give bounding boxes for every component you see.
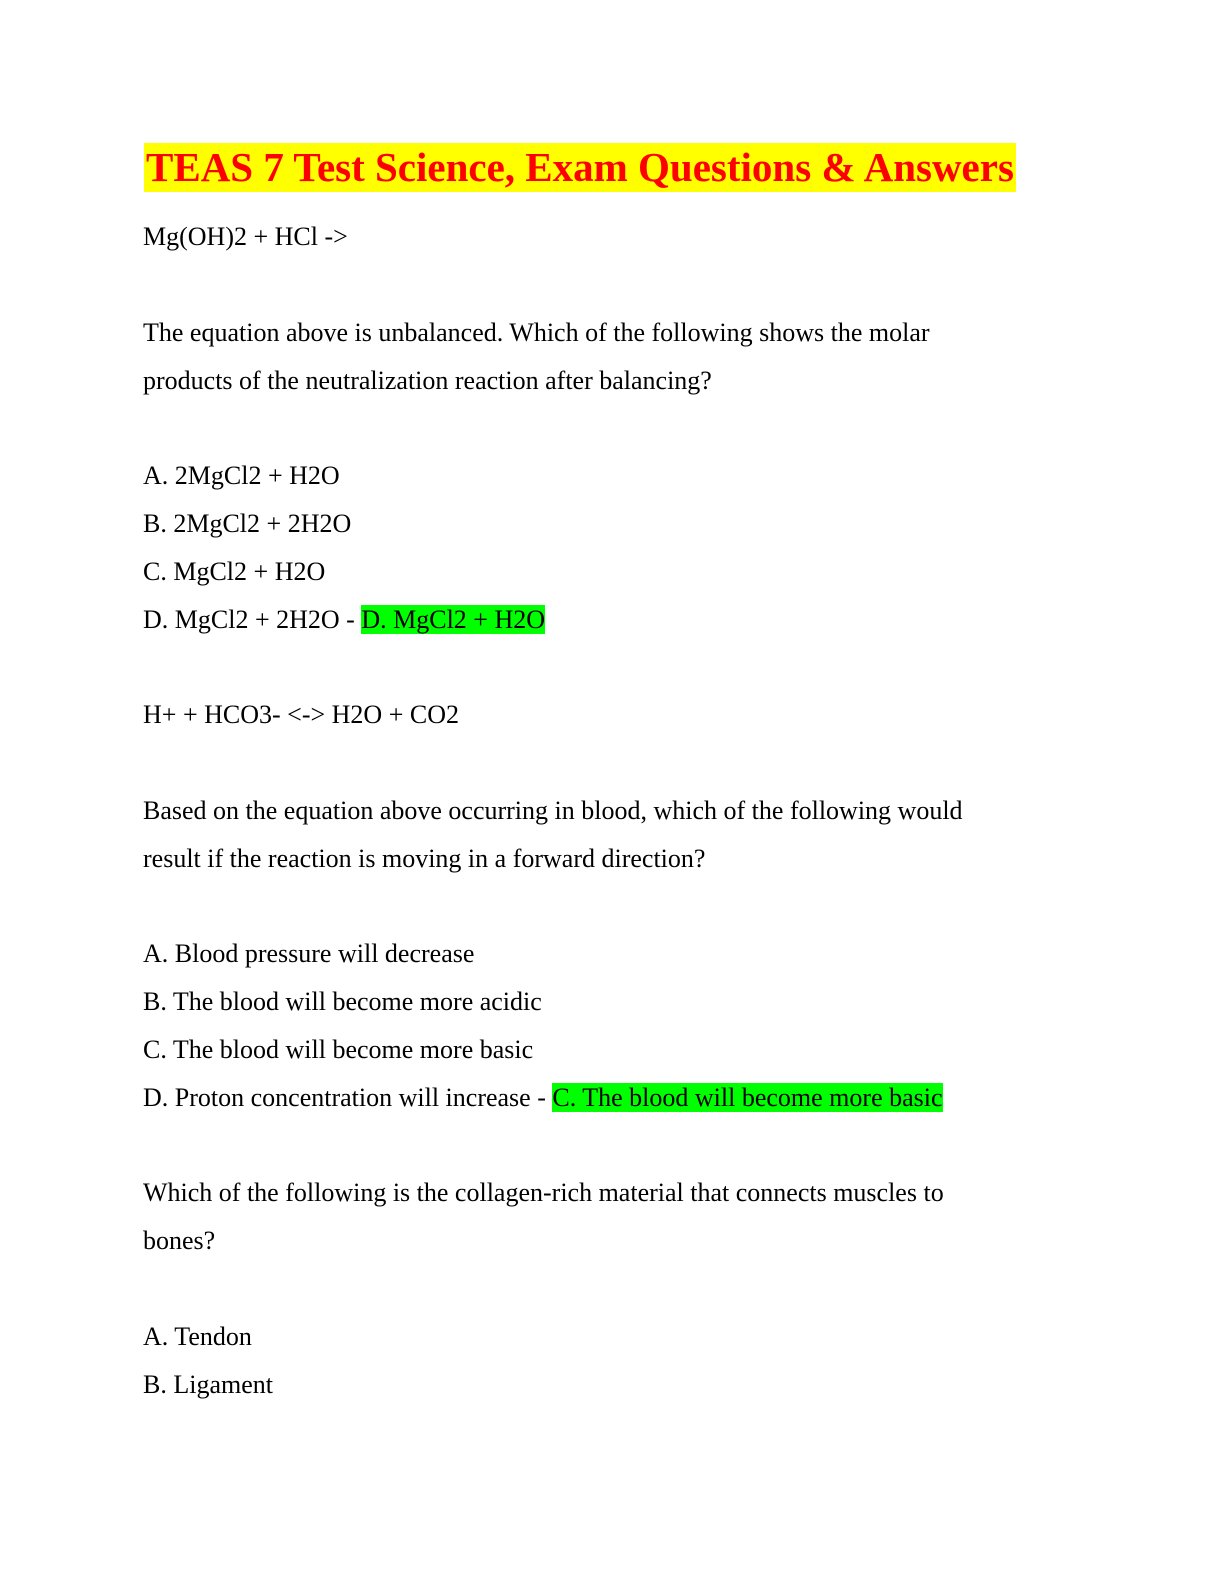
q2-answer: C. The blood will become more basic: [552, 1083, 943, 1112]
q3-stem-line-1: Which of the following is the collagen-r…: [143, 1178, 944, 1207]
q2-option-d: D. Proton concentration will increase -: [143, 1083, 553, 1112]
q2-stem-line-1: Based on the equation above occurring in…: [143, 796, 963, 825]
q1-option-a: A. 2MgCl2 + H2O: [143, 461, 340, 490]
q2-stem-line-2: result if the reaction is moving in a fo…: [143, 844, 706, 873]
q2-equation: H+ + HCO3- <-> H2O + CO2: [143, 700, 459, 729]
q2-option-b: B. The blood will become more acidic: [143, 987, 542, 1016]
q1-option-d-row: D. MgCl2 + 2H2O - D. MgCl2 + H2O: [143, 603, 546, 637]
q1-option-b: B. 2MgCl2 + 2H2O: [143, 509, 352, 538]
q2-option-c: C. The blood will become more basic: [143, 1035, 534, 1064]
q3-option-b: B. Ligament: [143, 1370, 273, 1399]
q1-option-d: D. MgCl2 + 2H2O -: [143, 605, 362, 634]
q3-option-a: A. Tendon: [143, 1322, 252, 1351]
q1-equation: Mg(OH)2 + HCl ->: [143, 222, 348, 251]
q1-stem-line-1: The equation above is unbalanced. Which …: [143, 318, 930, 347]
q1-stem-line-2: products of the neutralization reaction …: [143, 366, 712, 395]
q1-answer: D. MgCl2 + H2O: [361, 605, 546, 634]
q2-option-d-row: D. Proton concentration will increase - …: [143, 1081, 943, 1115]
document-title: TEAS 7 Test Science, Exam Questions & An…: [144, 143, 1016, 192]
q3-stem-line-2: bones?: [143, 1226, 216, 1255]
q1-option-c: C. MgCl2 + H2O: [143, 557, 326, 586]
q2-option-a: A. Blood pressure will decrease: [143, 939, 475, 968]
